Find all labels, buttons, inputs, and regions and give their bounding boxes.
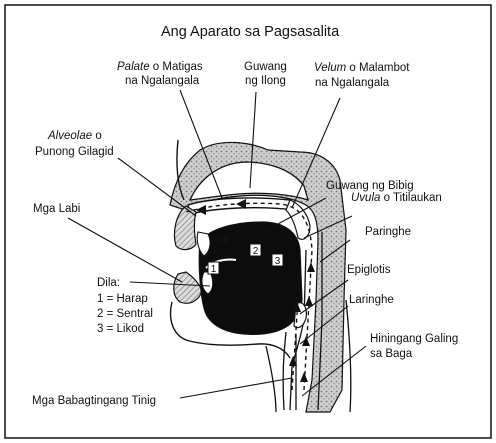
tongue-item-1: 1 = Harap — [97, 293, 148, 305]
label-pharynx: Paringhe — [365, 226, 411, 238]
frame-border — [4, 4, 492, 439]
airflow-path-nasal — [185, 202, 313, 391]
leader-lines — [67, 89, 367, 399]
label-velum-line1: Velum o Malambot — [314, 62, 410, 74]
label-nasal-line1: Guwang — [244, 61, 287, 73]
leader-velum — [291, 97, 341, 209]
label-alveolae-line1: Alveolae o — [47, 130, 102, 142]
arrow-up-4 — [307, 262, 315, 272]
tongue-marker-1-box — [207, 261, 220, 275]
leader-alveolae — [117, 157, 197, 217]
leader-nasal — [249, 91, 257, 189]
leader-epiglottis — [299, 279, 349, 315]
larynx-tube — [282, 331, 297, 411]
label-palate-line2: na Ngalangala — [125, 75, 200, 87]
tongue-marker-2: 2 — [253, 246, 259, 257]
leader-uvula — [303, 215, 353, 239]
label-uvula: Uvula o Titilaukan — [351, 192, 442, 204]
arrow-left-3 — [218, 235, 228, 245]
leader-oral — [251, 197, 327, 239]
tongue-markers: 1 2 3 — [207, 243, 284, 275]
tongue-marker-2-box — [249, 243, 262, 257]
label-epiglottis: Epiglotis — [347, 264, 391, 276]
arrow-up-5 — [289, 356, 297, 366]
leader-lungs — [301, 345, 367, 397]
leader-lips — [67, 217, 183, 283]
leader-tongue — [129, 281, 211, 287]
tongue-marker-3: 3 — [275, 256, 281, 267]
lower-teeth — [201, 271, 214, 295]
label-lungs-line1: Hiningang Galing — [370, 333, 458, 345]
label-larynx: Laringhe — [349, 294, 394, 306]
arrow-up-2 — [302, 336, 310, 346]
face-profile — [176, 139, 185, 201]
leader-palate — [179, 89, 223, 199]
label-velum-line2: na Ngalangala — [315, 77, 390, 89]
lower-lip — [173, 271, 203, 304]
arrow-left-2 — [236, 199, 246, 209]
arrow-up-6 — [293, 302, 301, 312]
label-oral-cavity: Guwang ng Bibig — [326, 180, 414, 192]
oral-cavity — [198, 221, 303, 335]
arrow-up-3 — [305, 296, 313, 306]
tongue-heading: Dila: — [97, 277, 120, 289]
label-lips: Mga Labi — [33, 203, 80, 215]
arrow-left-1 — [196, 205, 206, 215]
tongue-item-2: 2 = Sentral — [97, 308, 153, 320]
label-nasal-line2: ng Ilong — [245, 75, 286, 87]
leader-pharynx — [319, 239, 351, 263]
airflow-path-oral — [209, 229, 301, 391]
upper-lip — [173, 205, 197, 251]
label-lungs-line2: sa Baga — [370, 348, 413, 360]
diagram-title: Ang Aparato sa Pagsasalita — [161, 24, 340, 40]
label-vocal-cords: Mga Babagtingang Tinig — [32, 395, 156, 407]
tongue-marker-1: 1 — [211, 264, 217, 275]
leader-vocal-cords — [179, 377, 293, 399]
chin-outline — [169, 301, 291, 359]
arrow-up-1 — [300, 372, 308, 382]
pharynx-back-wall — [317, 232, 323, 411]
airflow-arrows — [196, 199, 315, 382]
label-alveolae-line2: Punong Gilagid — [35, 146, 114, 158]
tongue-item-3: 3 = Likod — [97, 323, 144, 335]
skull-tissue — [169, 141, 347, 413]
leader-larynx — [299, 305, 349, 345]
tongue-marker-3-box — [271, 253, 284, 267]
label-palate-line1: Palate o Matigas — [117, 61, 203, 73]
upper-teeth — [196, 231, 211, 257]
